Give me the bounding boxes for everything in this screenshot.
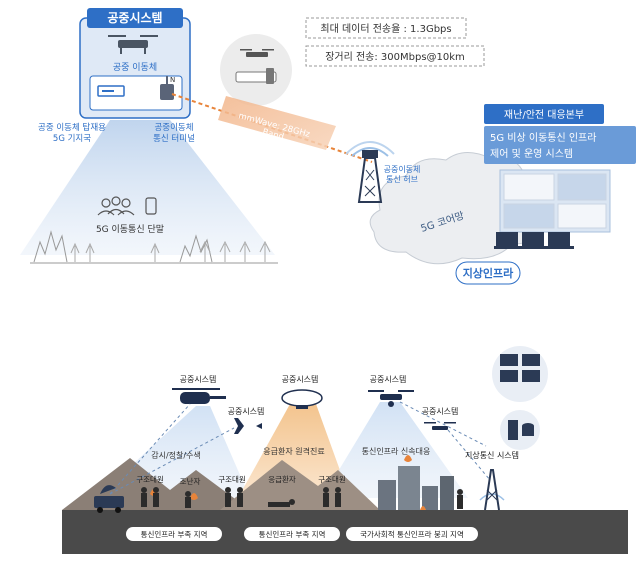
hq-system-line-1: 5G 비상 이동통신 인프라 [490, 132, 596, 144]
zone-3-label: 국가사회적 통신인프라 붕괴 지역 [360, 529, 464, 539]
svg-text:N: N [170, 76, 175, 84]
long-range-text: 장거리 전송: 300Mbps@10km [325, 51, 465, 63]
rescue-3-label: 구조대원 [318, 475, 346, 484]
beam-3-label: 통신인프라 신속대응 [362, 446, 431, 456]
collapsed-buildings-icon [378, 466, 454, 510]
ground-infra-label: 지상인프라 [463, 266, 514, 280]
aerial-system-title-bg [87, 8, 183, 28]
ground-tower-icon [479, 469, 505, 511]
coverage-beam [20, 120, 275, 255]
top-diagram: 공중시스템 공중 이동체 N 공중 이동체 탑재용 5G 기지국 공중이동체 통… [20, 8, 636, 285]
users-icon [97, 196, 135, 216]
plane-label: 공중시스템 [228, 406, 265, 416]
hub-label-2: 통신 허브 [386, 175, 418, 184]
people-icons [141, 487, 463, 509]
rescue-2-label: 구조대원 [218, 475, 246, 484]
ground-infra-badge [455, 261, 521, 285]
control-room-icon [494, 169, 611, 249]
hq-system-line-2: 제어 및 운영 시스템 [490, 148, 573, 160]
equipment-panel [89, 75, 183, 111]
terminal-label-2: 통신 터미널 [153, 134, 195, 144]
terminal-label-1: 공중이동체 [154, 122, 193, 133]
aerial-system-title: 공중시스템 [107, 10, 162, 25]
zone-3-badge [346, 527, 478, 541]
helicopter-icon [172, 388, 226, 404]
terminal-device-icon: N [160, 76, 175, 100]
drone-icon [108, 35, 158, 54]
beam-1-label: 감시/정찰/수색 [151, 450, 201, 460]
hub-tower-icon [345, 141, 395, 203]
base-station-label-1: 공중 이동체 탑재용 [38, 122, 106, 133]
patient-label: 응급환자 [268, 474, 296, 484]
hub-label-1: 공중이동체 [384, 164, 421, 174]
mmwave-band [218, 96, 336, 150]
helicopter-label: 공중시스템 [180, 374, 217, 384]
terminal-users-label: 5G 이동통신 단말 [96, 223, 164, 235]
small-drone-label: 공중시스템 [422, 406, 459, 416]
long-range-box [305, 45, 485, 67]
beam-drone [322, 402, 468, 498]
satellite-vehicle-icon [94, 485, 124, 513]
airship-icon [281, 389, 323, 409]
monitor-grid-icon [500, 354, 540, 382]
zone-2-label: 통신인프라 부족 지역 [259, 529, 326, 539]
ground-system-label: 지상통신 시스템 [465, 450, 519, 460]
max-rate-text: 최대 데이터 전송율 : 1.3Gbps [320, 23, 451, 35]
rescue-1-label: 구조대원 [136, 475, 164, 484]
victim-label: 조난자 [180, 477, 201, 486]
hq-system-box [484, 126, 636, 164]
forest-fire-icon [30, 230, 278, 264]
max-rate-box [305, 17, 467, 39]
hq-title: 재난/안전 대응본부 [504, 109, 584, 121]
ground-vehicle-circle [220, 34, 292, 106]
airship-label: 공중시스템 [282, 374, 319, 384]
server-icon [508, 420, 534, 440]
zone-2-badge [244, 527, 340, 541]
base-station-label-2: 5G 기지국 [53, 134, 91, 144]
big-drone-icon [368, 390, 414, 407]
small-drone-icon [240, 49, 274, 57]
aerial-vehicle-label: 공중 이동체 [113, 62, 157, 73]
phone-icon [145, 197, 157, 215]
big-drone-label: 공중시스템 [370, 374, 407, 384]
hq-title-box [484, 104, 604, 124]
link-lines [109, 401, 491, 495]
small-drone-icon [424, 422, 456, 430]
zone-1-label: 통신인프라 부족 지역 [141, 529, 208, 539]
zone-1-badge [126, 527, 222, 541]
bottom-diagram: 공중시스템 공중시스템 공중시스템 공중시스템 공중시스템 감시/정찰/수색 응… [62, 346, 628, 554]
beam-2-label: 응급환자 원격진료 [263, 446, 324, 456]
plane-icon [226, 418, 262, 434]
